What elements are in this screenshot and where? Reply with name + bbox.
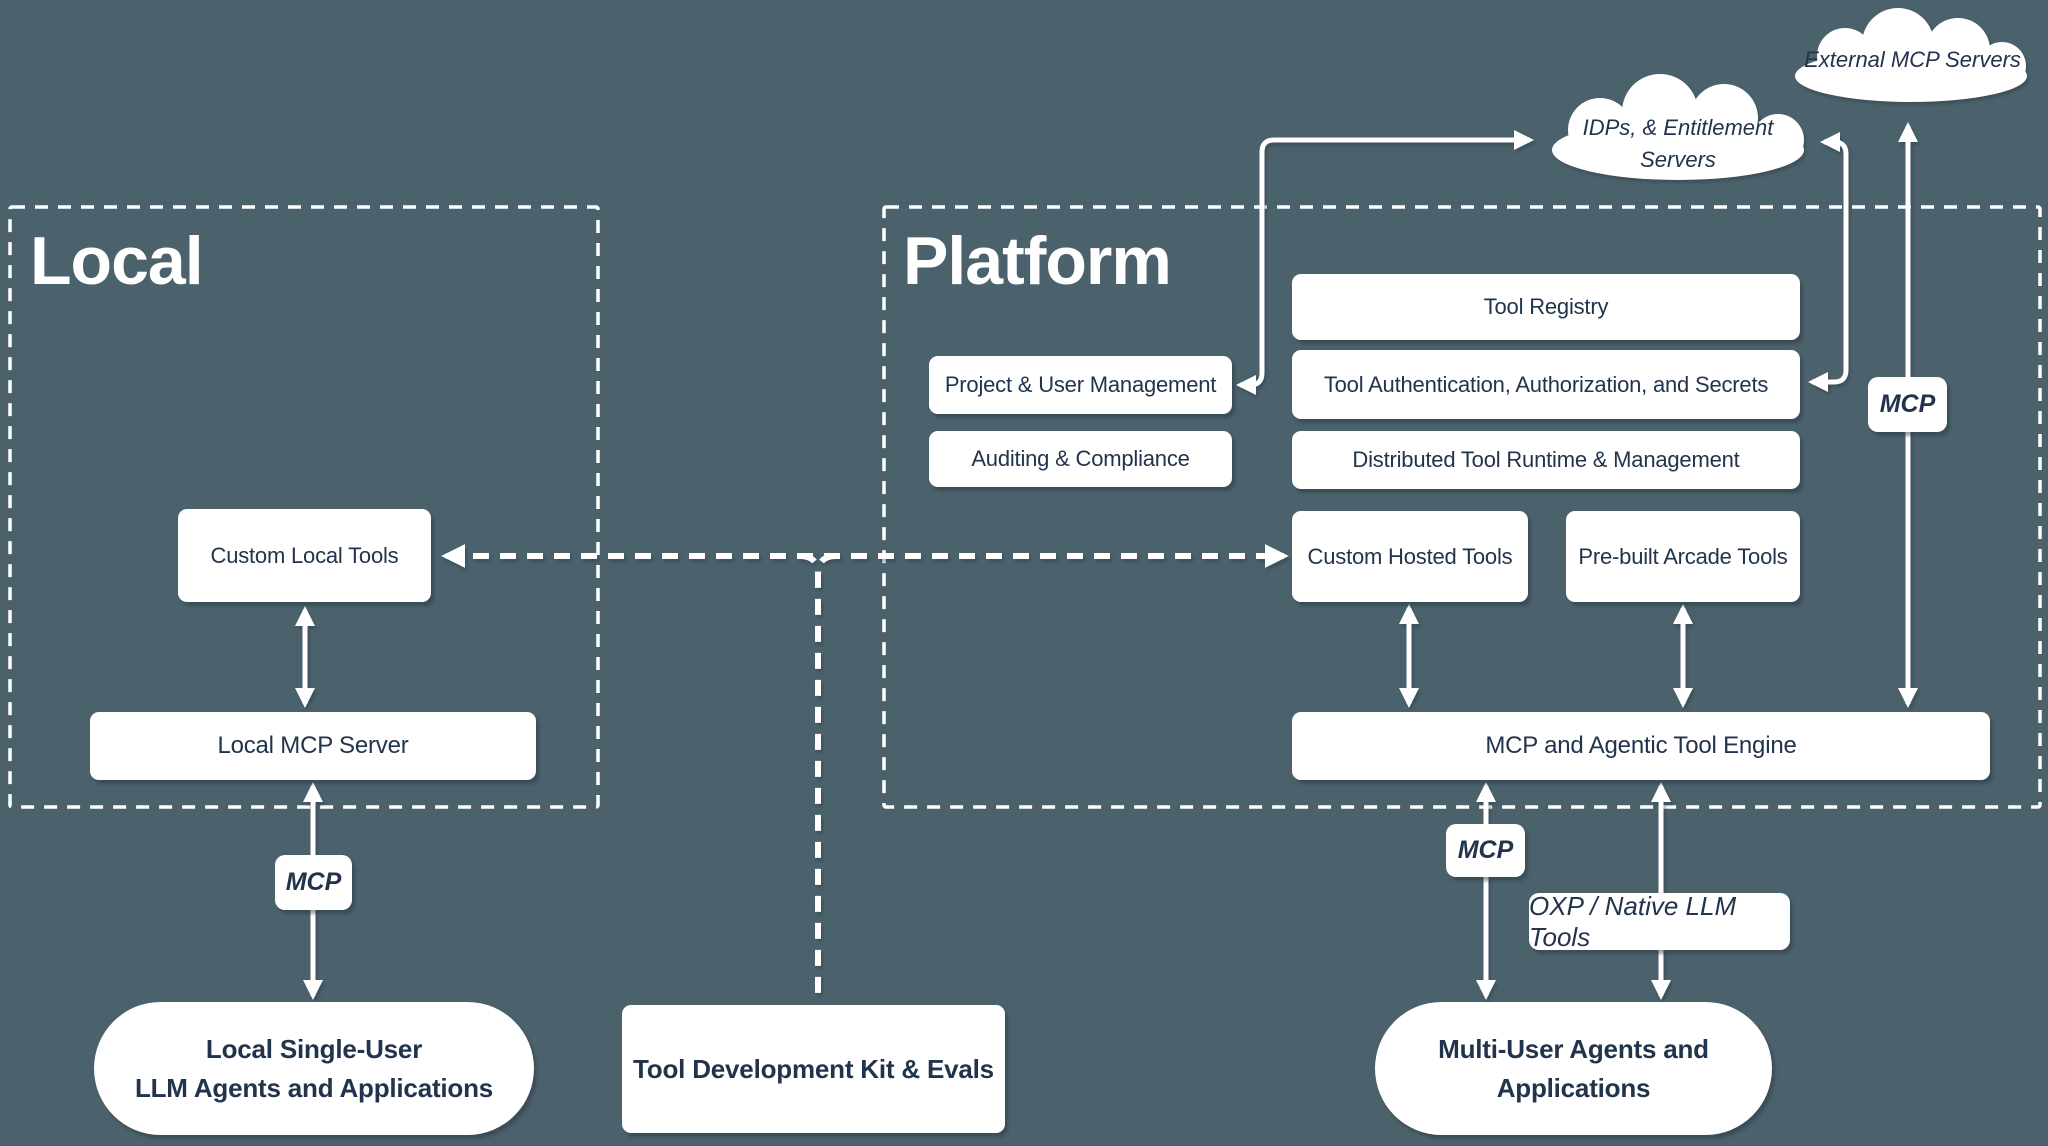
- badge-mcp-external-label: MCP: [1879, 390, 1936, 418]
- node-mcp-agentic-tool-engine: MCP and Agentic Tool Engine: [1292, 712, 1990, 780]
- node-tool-auth-secrets: Tool Authentication, Authorization, and …: [1292, 350, 1800, 419]
- local-agents-line1: Local Single-User: [205, 1033, 423, 1064]
- node-custom-local-tools: Custom Local Tools: [178, 509, 431, 602]
- badge-mcp-local-label: MCP: [285, 868, 342, 896]
- badge-mcp-platform: MCP: [1446, 824, 1525, 877]
- local-agents-line2: LLM Agents and Applications: [134, 1072, 494, 1103]
- badge-mcp-external: MCP: [1868, 377, 1947, 432]
- node-custom-hosted-tools: Custom Hosted Tools: [1292, 511, 1528, 602]
- idps-entitlement-cloud: [1552, 74, 1804, 180]
- node-local-single-user-agents: Local Single-User LLM Agents and Applica…: [94, 1002, 534, 1135]
- node-project-user-management: Project & User Management: [929, 356, 1232, 414]
- badge-oxp-native-llm-tools: OXP / Native LLM Tools: [1529, 890, 1790, 952]
- badge-oxp-native-llm-tools-label: OXP / Native LLM Tools: [1529, 890, 1737, 952]
- node-distributed-runtime: Distributed Tool Runtime & Management: [1292, 431, 1800, 489]
- node-tool-development-kit-label: Tool Development Kit & Evals: [633, 1053, 994, 1084]
- platform-zone-title: Platform: [903, 223, 1172, 299]
- node-project-user-management-label: Project & User Management: [944, 372, 1217, 398]
- badge-mcp-local: MCP: [275, 855, 352, 910]
- node-local-mcp-server-label: Local MCP Server: [217, 732, 409, 759]
- idps-label-line1: IDPs, & Entitlement: [1582, 115, 1774, 140]
- dashed-branch-curve-right: [815, 553, 837, 575]
- node-prebuilt-arcade-tools: Pre-built Arcade Tools: [1566, 511, 1800, 602]
- node-custom-local-tools-label: Custom Local Tools: [210, 542, 399, 568]
- node-distributed-runtime-label: Distributed Tool Runtime & Management: [1352, 447, 1740, 473]
- node-tool-registry-label: Tool Registry: [1483, 294, 1609, 320]
- local-zone-title: Local: [30, 223, 204, 299]
- badge-mcp-platform-label: MCP: [1457, 836, 1514, 864]
- node-tool-development-kit: Tool Development Kit & Evals: [622, 1005, 1005, 1133]
- node-custom-hosted-tools-label: Custom Hosted Tools: [1307, 543, 1513, 569]
- arrow-project-mgmt-to-idps-cloud: [1236, 130, 1534, 395]
- node-mcp-agentic-tool-engine-label: MCP and Agentic Tool Engine: [1485, 732, 1797, 759]
- node-tool-auth-secrets-label: Tool Authentication, Authorization, and …: [1323, 371, 1769, 397]
- node-local-mcp-server: Local MCP Server: [90, 712, 536, 780]
- node-tool-registry: Tool Registry: [1292, 274, 1800, 340]
- node-prebuilt-arcade-tools-label: Pre-built Arcade Tools: [1578, 543, 1788, 569]
- multi-user-line2: Applications: [1496, 1072, 1651, 1103]
- node-auditing-compliance-label: Auditing & Compliance: [971, 446, 1190, 472]
- arrow-idps-cloud-to-tool-auth: [1808, 132, 1849, 392]
- external-mcp-servers-cloud: [1795, 8, 2027, 102]
- idps-label-line2: Servers: [1640, 146, 1716, 172]
- external-mcp-servers-label: External MCP Servers: [1804, 47, 2021, 72]
- idps-entitlement-label: IDPs, & Entitlement Servers: [1553, 112, 1803, 176]
- node-auditing-compliance: Auditing & Compliance: [929, 431, 1232, 487]
- node-multi-user-agents: Multi-User Agents and Applications: [1375, 1002, 1772, 1135]
- dashed-branch-to-tdk: [799, 553, 821, 994]
- multi-user-line1: Multi-User Agents and: [1438, 1033, 1709, 1064]
